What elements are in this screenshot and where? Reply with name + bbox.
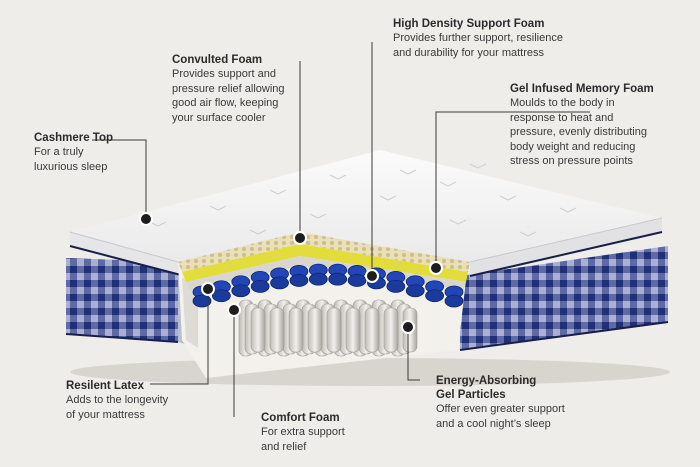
convulted-foam-desc-1: Provides support and xyxy=(172,68,276,80)
coil-spring xyxy=(345,307,361,353)
gel-memory-foam-layer xyxy=(182,244,468,282)
high-density-desc-1: Provides further support, resilience xyxy=(393,32,563,44)
callout-high-density-support-foam: High Density Support Foam Provides furth… xyxy=(393,17,563,60)
tufting xyxy=(149,163,577,237)
convulted-foam-desc-4: your surface cooler xyxy=(172,111,266,124)
comfort-foam-desc-2: and relief xyxy=(261,440,307,453)
spring-unit xyxy=(238,299,418,357)
pocket-spring xyxy=(289,274,309,287)
coil-spring xyxy=(307,307,323,353)
resilient-latex-desc-2: of your mattress xyxy=(66,408,145,421)
pillow-top-front-right xyxy=(470,218,662,276)
base-right-side xyxy=(460,246,668,350)
pocket-spring xyxy=(231,284,251,298)
gel-memory-desc-4: body weight and reducing xyxy=(510,140,636,153)
coil-spring xyxy=(326,307,342,353)
energy-gel-desc-2: and a cool night’s sleep xyxy=(436,417,551,430)
pocket-spring xyxy=(250,280,270,293)
pocket-spring xyxy=(405,284,425,298)
pocket-spring xyxy=(425,289,445,303)
pillow-top-front-left xyxy=(70,232,200,280)
pocket-spring-band xyxy=(192,263,464,308)
coil-spring xyxy=(364,307,380,353)
callout-comfort-foam: Comfort Foam For extra support and relie… xyxy=(261,411,345,454)
energy-gel-title-1: Energy-Absorbing xyxy=(436,375,537,387)
convulted-foam-title: Convulted Foam xyxy=(172,54,263,66)
callout-resilient-latex: Resilent Latex Adds to the longevity of … xyxy=(66,379,168,422)
callout-convulted-foam: Convulted Foam Provides support and pres… xyxy=(172,53,285,125)
marker-dots xyxy=(139,212,443,334)
cashmere-top-title: Cashmere Top xyxy=(34,132,114,144)
gel-memory-desc-3: pressure, evenly distributing xyxy=(510,126,647,138)
high-density-desc-2: and durability for your mattress xyxy=(393,46,545,59)
convulted-foam-desc-3: good air flow, keeping xyxy=(172,97,279,109)
gel-memory-desc-2: response to heat and xyxy=(510,111,614,124)
pocket-spring xyxy=(328,272,348,286)
pocket-spring xyxy=(270,276,289,290)
pocket-spring xyxy=(444,294,464,308)
leader-lines xyxy=(92,42,590,417)
pillow-top-surface xyxy=(70,150,662,268)
pocket-spring xyxy=(211,289,231,303)
cashmere-top-desc-2: luxurious sleep xyxy=(34,160,108,173)
gel-memory-title: Gel Infused Memory Foam xyxy=(510,83,654,95)
gel-memory-desc-1: Moulds to the body in xyxy=(510,97,615,109)
latex-layer xyxy=(186,256,466,290)
coil-spring xyxy=(288,307,304,353)
comfort-foam-title: Comfort Foam xyxy=(261,412,340,424)
pocket-spring xyxy=(192,294,212,308)
comfort-foam-desc-1: For extra support xyxy=(261,426,345,438)
energy-gel-title-2: Gel Particles xyxy=(436,389,506,401)
coil-spring xyxy=(269,307,285,353)
convulted-foam-desc-2: pressure relief allowing xyxy=(172,82,285,95)
callout-cashmere-top: Cashmere Top For a truly luxurious sleep xyxy=(34,131,113,174)
coil-spring xyxy=(383,307,399,353)
convoluted-foam-layer xyxy=(178,232,470,272)
cashmere-top-desc-1: For a truly xyxy=(34,146,84,158)
energy-gel-desc-1: Offer even greater support xyxy=(436,403,565,415)
high-density-title: High Density Support Foam xyxy=(393,18,545,30)
pocket-spring xyxy=(308,272,328,286)
callout-energy-absorbing-gel-particles: Energy-Absorbing Gel Particles Offer eve… xyxy=(436,374,565,431)
gel-memory-desc-5: stress on pressure points xyxy=(510,155,633,167)
base-left-side xyxy=(66,258,178,342)
pocket-spring xyxy=(386,280,406,293)
coil-spring xyxy=(250,307,266,353)
callout-gel-infused-memory-foam: Gel Infused Memory Foam Moulds to the bo… xyxy=(510,82,654,169)
pocket-spring xyxy=(347,274,367,287)
resilient-latex-title: Resilent Latex xyxy=(66,380,144,392)
resilient-latex-desc-1: Adds to the longevity xyxy=(66,394,169,406)
